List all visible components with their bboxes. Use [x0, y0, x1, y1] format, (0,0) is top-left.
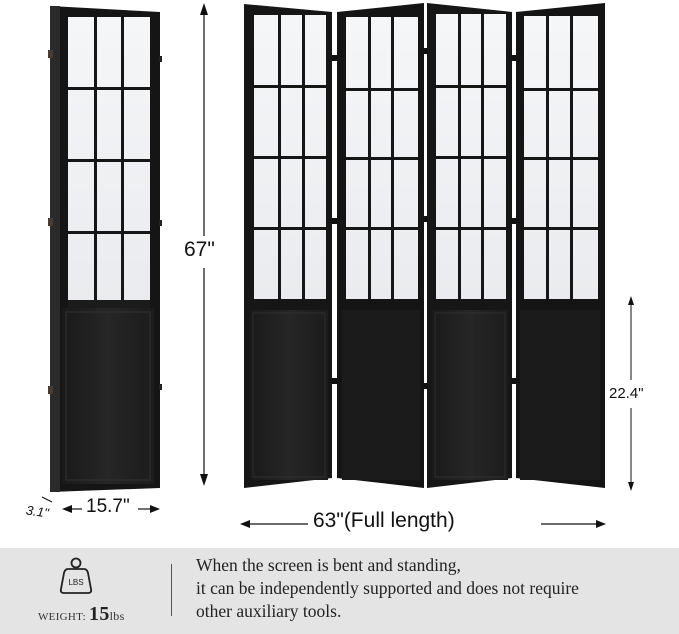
- product-illustration: 67" 22.4" 15.7" 3.1" 63"(Full length): [25, 3, 644, 532]
- weight-text: WEIGHT: 15lbs: [38, 603, 125, 626]
- description-line: When the screen is bent and standing,: [196, 555, 461, 575]
- weight-block: LBS WEIGHT: 15lbs: [20, 548, 150, 634]
- weight-unit: lbs: [109, 609, 125, 623]
- four-panel-divider: [244, 3, 605, 488]
- lower-height-label: 22.4": [609, 383, 644, 404]
- height-label: 67": [184, 236, 215, 264]
- description-line: other auxiliary tools.: [196, 601, 342, 621]
- lower-height-arrow: [628, 296, 634, 491]
- description: When the screen is bent and standing, it…: [196, 554, 666, 623]
- description-line: it can be independently supported and do…: [196, 578, 579, 598]
- width-arrow: [41, 496, 160, 513]
- weight-icon: LBS: [59, 557, 93, 594]
- weight-label: WEIGHT:: [38, 611, 86, 623]
- divider: [171, 564, 172, 616]
- full-length-arrow: [240, 520, 606, 528]
- info-bar: LBS WEIGHT: 15lbs When the screen is ben…: [0, 548, 679, 634]
- weight-value: 15: [89, 603, 110, 625]
- single-panel-side-view: [48, 6, 162, 492]
- height-arrow: [200, 3, 208, 486]
- panel-width-label: 15.7": [86, 496, 130, 517]
- room-divider-drawing: [41, 3, 634, 528]
- weight-icon-label: LBS: [68, 578, 83, 587]
- full-length-label: 63"(Full length): [313, 509, 455, 532]
- thickness-label: 3.1": [25, 502, 50, 521]
